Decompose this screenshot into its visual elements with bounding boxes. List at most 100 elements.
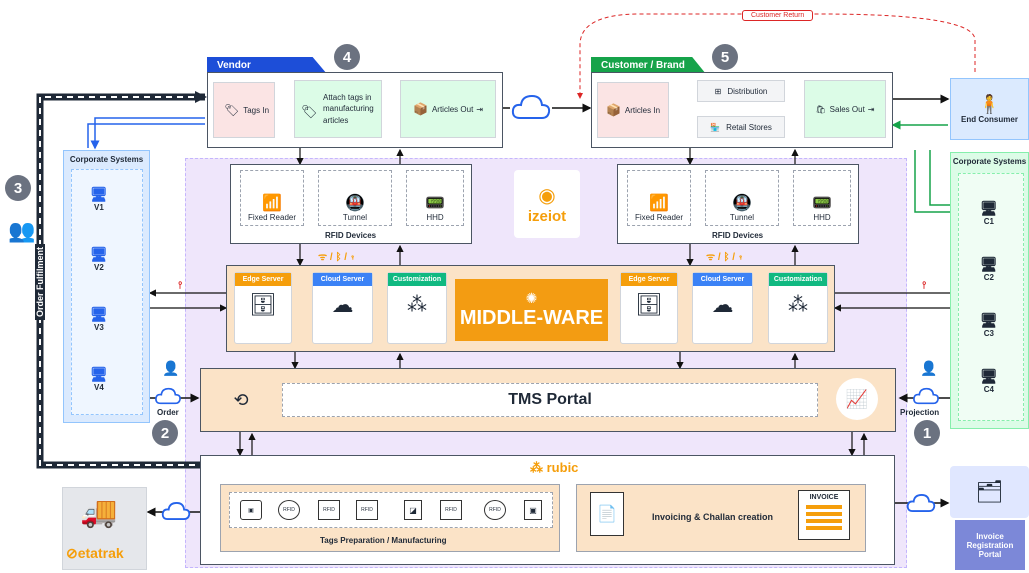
computer-icon: 🖥 xyxy=(90,186,108,202)
plug-icon-left: ⫯ xyxy=(178,280,183,291)
network-icon: ⁂ xyxy=(788,294,808,316)
signal-icon: ◉ xyxy=(538,185,556,207)
cloud-server-left: Cloud Server ☁ xyxy=(312,272,373,344)
user-group-icon: 👥 xyxy=(8,218,36,243)
step-badge-2: 2 xyxy=(152,420,178,446)
corp-node-c3: 🖥C3 xyxy=(980,312,998,338)
handheld-icon: 📟 xyxy=(425,195,445,212)
step-badge-5: 5 xyxy=(712,44,738,70)
invoice-portal-icon-box: 🗂 xyxy=(950,466,1029,518)
sales-out-step: 🛍 Sales Out ⇥ xyxy=(804,80,886,138)
bag-icon: 🛍 xyxy=(815,104,826,114)
order-label: Order xyxy=(157,408,179,417)
org-chart-icon: ⊞ xyxy=(714,86,722,96)
retail-stores-step: 🏪 Retail Stores xyxy=(697,116,785,138)
tag-icon: 🏷 xyxy=(224,103,240,117)
edge-server-left: Edge Server 🗄 xyxy=(234,272,292,344)
rfid-devices-left-label: RFID Devices xyxy=(325,231,377,240)
wireless-icons-right: ᯤ / ᛒ / ⫯ xyxy=(706,252,744,263)
reader-icon: 📶 xyxy=(262,195,282,212)
tunnel-left: 🚇Tunnel xyxy=(318,170,392,226)
server-icon: 🗄 xyxy=(635,292,663,317)
cloud-icon xyxy=(913,387,939,405)
customer-return-label: Customer Return xyxy=(742,10,814,21)
rfid-tag-icon: RFID xyxy=(356,500,378,520)
izeiot-logo: ◉ izeiot xyxy=(514,170,580,238)
articles-in-step: 📦 Articles In xyxy=(597,82,669,138)
cloud-icon xyxy=(155,387,181,405)
exit-icon: ⇥ xyxy=(867,104,875,114)
rfid-tag-icon: ▣ xyxy=(524,500,542,520)
reader-icon: 📶 xyxy=(649,195,669,212)
computer-icon: 🖥 xyxy=(90,366,108,382)
corp-node-v4: 🖥V4 xyxy=(90,366,108,392)
cloud-icon xyxy=(161,502,191,520)
cloud-icon xyxy=(511,94,551,119)
boxes-in-icon: 📦 xyxy=(605,103,621,117)
cloud-server-icon: ☁ xyxy=(711,292,734,317)
fixed-reader-right: 📶Fixed Reader xyxy=(627,170,691,226)
network-icon: ⁂ xyxy=(407,294,427,316)
etatrak-logo: ⊘etatrak xyxy=(66,545,124,561)
step-badge-1: 1 xyxy=(914,420,940,446)
truck-icon: 🚚 xyxy=(80,496,118,529)
corporate-systems-customer: Corporate Systems xyxy=(950,152,1029,429)
server-icon: 🗄 xyxy=(249,292,277,317)
step-badge-4: 4 xyxy=(334,44,360,70)
vendor-title: Vendor xyxy=(207,57,327,74)
tms-workflow-icon: ⟲ xyxy=(233,389,249,410)
corporate-systems-vendor: Corporate Systems xyxy=(63,150,150,423)
invoice-document: INVOICE xyxy=(798,490,850,540)
boxes-icon: 📦 xyxy=(413,102,428,116)
corp-node-v2: 🖥V2 xyxy=(90,246,108,272)
store-icon: 🏪 xyxy=(710,122,721,132)
corp-title: Corporate Systems xyxy=(952,157,1027,166)
corp-node-c1: 🖥C1 xyxy=(980,200,998,226)
tms-portal-title-box: TMS Portal xyxy=(282,383,818,417)
rfid-tag-icon: ▣ xyxy=(240,500,262,520)
rfid-tag-icon: ◪ xyxy=(404,500,422,520)
projection-user-icon: 👤 xyxy=(920,360,938,376)
cloud-icon xyxy=(906,494,936,512)
computer-icon: 🖥 xyxy=(980,312,998,328)
tunnel-right: 🚇Tunnel xyxy=(705,170,779,226)
rfid-tag-icon: RFID xyxy=(440,500,462,520)
cloud-server-icon: ☁ xyxy=(331,292,354,317)
corp-title: Corporate Systems xyxy=(69,155,144,164)
articles-out-step: 📦 Articles Out ⇥ xyxy=(400,80,496,138)
tunnel-icon: 🚇 xyxy=(345,195,365,212)
cloud-server-right: Cloud Server ☁ xyxy=(692,272,753,344)
tag-attach-icon: 🏷 xyxy=(301,104,318,119)
rfid-tag-icon: RFID xyxy=(318,500,340,520)
middleware-title-box: ✺ MIDDLE-WARE xyxy=(455,279,608,341)
plug-icon-right: ⫯ xyxy=(922,280,927,291)
hhd-right: 📟HHD xyxy=(793,170,851,226)
analytics-icon: 📈 xyxy=(836,378,878,420)
corp-node-v1: 🖥V1 xyxy=(90,186,108,212)
attach-tags-step: 🏷 Attach tags in manufacturing articles xyxy=(294,80,382,138)
order-user-icon: 👤 xyxy=(162,360,180,376)
invoice-portal-box[interactable]: Invoice Registration Portal xyxy=(955,520,1025,570)
exit-icon: ⇥ xyxy=(476,104,483,114)
etatrak-box xyxy=(62,487,147,570)
computer-icon: 🖥 xyxy=(980,256,998,272)
hub-icon: ✺ xyxy=(525,290,538,306)
order-fulfilment-label: Order Fulfilment xyxy=(35,243,45,320)
computer-icon: 🖥 xyxy=(980,200,998,216)
rubic-mark-icon: ⁂ xyxy=(530,460,547,475)
end-consumer-box: 🧍 End Consumer xyxy=(950,78,1029,140)
etatrak-mark-icon: ⊘ xyxy=(66,545,78,561)
fixed-reader-left: 📶Fixed Reader xyxy=(240,170,304,226)
edge-server-right: Edge Server 🗄 xyxy=(620,272,678,344)
corp-node-c2: 🖥C2 xyxy=(980,256,998,282)
projection-label: Projection xyxy=(900,408,940,417)
tags-in-step: 🏷 Tags In xyxy=(213,82,275,138)
customization-right: Customization ⁂ xyxy=(768,272,828,344)
customer-title: Customer / Brand xyxy=(591,57,706,74)
computer-icon: 🖥 xyxy=(90,246,108,262)
customization-left: Customization ⁂ xyxy=(387,272,447,344)
wireless-icons-left: ᯤ / ᛒ / ⫯ xyxy=(318,252,356,263)
document-icon: 📄 xyxy=(590,492,624,536)
invoicing-label: Invoicing & Challan creation xyxy=(652,512,774,522)
tunnel-icon: 🚇 xyxy=(732,195,752,212)
